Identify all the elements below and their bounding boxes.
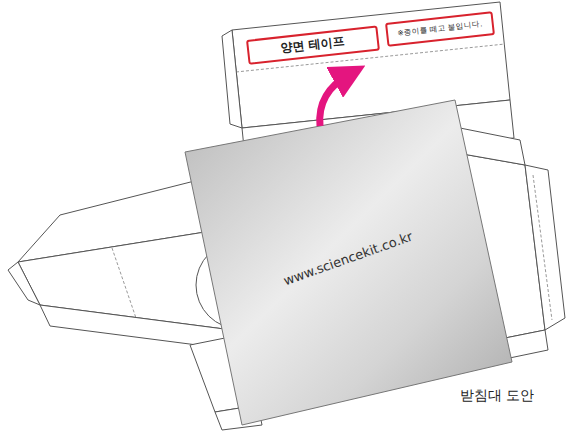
left-end-tab <box>8 262 40 305</box>
tape-label-text: 양면 테이프 <box>280 33 346 57</box>
fold-arrow <box>320 74 350 126</box>
caption: 받침대 도안 <box>458 386 536 406</box>
watermark-url: www.sciencekit.co.kr <box>281 228 414 288</box>
tape-label-box: ※종이를 떼고 붙입니다. <box>385 11 495 47</box>
lid-side-tab <box>222 30 242 128</box>
tape-label-text: ※종이를 떼고 붙입니다. <box>397 19 483 38</box>
silver-card <box>185 100 512 425</box>
right-tab <box>525 165 565 330</box>
tape-label-box: 양면 테이프 <box>246 26 380 65</box>
